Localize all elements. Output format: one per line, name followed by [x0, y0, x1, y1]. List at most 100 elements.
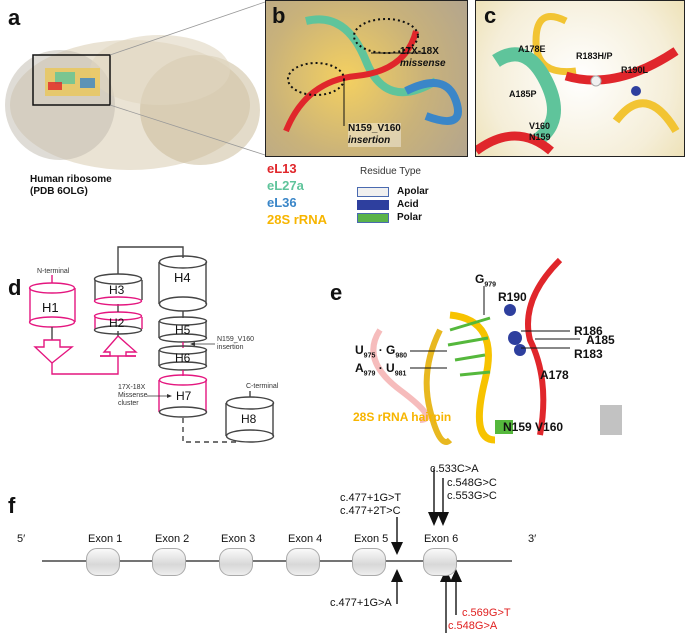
exon-6-box	[423, 548, 457, 576]
legend-polar: Polar	[357, 211, 429, 224]
insertion-label: N159_V160 insertion	[348, 123, 401, 147]
helix-h3: H3	[109, 283, 125, 297]
acid-swatch	[357, 199, 389, 210]
n-terminal-label: N-terminal	[37, 268, 70, 275]
missense-annotation: 17X-18X Missense cluster	[118, 384, 148, 408]
mutation-label: N159	[529, 132, 551, 142]
exon-label: Exon 3	[221, 533, 256, 545]
helix-h1: H1	[42, 300, 59, 315]
insertion-label-line1: N159_V160	[348, 123, 401, 134]
pair2-a: A	[355, 361, 364, 375]
residue-r183: R183	[574, 347, 603, 361]
mutation-label: R183H/P	[576, 51, 613, 61]
g979-base: G	[475, 272, 485, 286]
insertion-annotation: N159_V160 insertion	[217, 336, 254, 352]
helix-h2: H2	[109, 316, 125, 330]
exon-label: Exon 4	[288, 533, 323, 545]
exon-1-box	[86, 548, 120, 576]
exon-2-box	[152, 548, 186, 576]
pair1-a-sub: 975	[363, 352, 376, 360]
exon-label: Exon 1	[88, 533, 123, 545]
legend-acid: Acid	[357, 198, 429, 211]
protein-legend: eL13 eL27a eL36 28S rRNA	[267, 160, 327, 228]
insertion-annotation-line1: N159_V160	[217, 336, 254, 343]
caption-line-2: (PDB 6OLG)	[30, 186, 88, 197]
caption-line-1: Human ribosome	[30, 174, 112, 185]
missense-label: 17X-18X missense	[400, 46, 446, 70]
panel-label-b: b	[272, 3, 286, 28]
ribosome-caption: Human ribosome (PDB 6OLG)	[30, 174, 112, 198]
mutation-label: V160	[529, 121, 551, 131]
panel-b-image: b 17X-18X missense N159_V160 insertion	[265, 0, 468, 157]
legend-el13: eL13	[267, 161, 297, 176]
panel-label-e: e	[330, 280, 343, 305]
legend-apolar: Apolar	[357, 185, 429, 198]
hairpin-structure	[370, 257, 622, 445]
polar-label: Polar	[397, 212, 423, 223]
missense-annotation-line1: 17X-18X	[118, 384, 146, 391]
mutation-label: c.477+2T>C	[340, 505, 401, 517]
residue-a185: A185	[586, 333, 615, 347]
helix-topology-diagram	[28, 246, 275, 443]
pair1-a: U	[355, 343, 364, 357]
g979-label: G979	[475, 272, 496, 288]
pair2-b: U	[386, 361, 395, 375]
mutation-label: c.477+1G>A	[330, 597, 392, 609]
panel-label-a: a	[8, 5, 21, 30]
missense-label-line1: 17X-18X	[400, 46, 439, 57]
helix-h7: H7	[176, 389, 192, 403]
missense-annotation-line2: Missense	[118, 392, 148, 399]
three-prime-label: 3′	[528, 533, 537, 545]
mutation-label: c.548G>C	[447, 477, 497, 489]
legend-el27a: eL27a	[267, 178, 304, 193]
mutation-label-red: c.548G>A	[448, 620, 498, 632]
residue-legend-title: Residue Type	[360, 166, 421, 177]
ribosome-structure	[5, 35, 260, 170]
residue-r190: R190	[498, 290, 527, 304]
pair1-b-sub: 980	[395, 352, 408, 360]
mutation-label: A185P	[509, 89, 537, 99]
pair-a979-u981: A979 · U981	[355, 361, 407, 378]
residue-r186: R186	[574, 324, 603, 338]
mutation-label: A178E	[518, 44, 546, 54]
mutation-label: c.553G>C	[447, 490, 497, 502]
exon-3-box	[219, 548, 253, 576]
legend-28s-rrna: 28S rRNA	[267, 212, 327, 227]
polar-swatch	[357, 212, 389, 223]
pair-u975-g980: U975 · G980	[355, 343, 408, 360]
missense-label-line2: missense	[400, 58, 446, 69]
acid-label: Acid	[397, 199, 419, 210]
insertion-label-line2: insertion	[348, 135, 391, 146]
pair2-b-sub: 981	[394, 370, 407, 378]
five-prime-label: 5′	[17, 533, 26, 545]
helix-h5: H5	[175, 323, 191, 337]
apolar-label: Apolar	[397, 186, 429, 197]
mutation-label-red: c.569G>T	[462, 607, 511, 619]
exon-label: Exon 6	[424, 533, 459, 545]
c-terminal-label: C-terminal	[246, 383, 279, 390]
apolar-swatch	[357, 186, 389, 197]
exon-4-box	[286, 548, 320, 576]
exon-label: Exon 2	[155, 533, 190, 545]
panel-label-c: c	[484, 3, 497, 28]
exon-5-box	[352, 548, 386, 576]
residue-legend: Apolar Acid Polar	[357, 185, 429, 224]
missense-annotation-line3: cluster	[118, 400, 139, 407]
panel-label-f: f	[8, 493, 16, 518]
g979-sub: 979	[484, 281, 497, 289]
helix-h6: H6	[175, 351, 191, 365]
pair1-b: G	[386, 343, 396, 357]
insertion-annotation-line2: insertion	[217, 344, 244, 351]
legend-el36: eL36	[267, 195, 297, 210]
n159-v160-label: N159 V160	[503, 420, 564, 434]
panel-label-d: d	[8, 275, 22, 300]
zoom-box	[32, 54, 111, 106]
panel-c-image: c A178E R183H/P R190L A185P V160 N159	[475, 0, 685, 157]
hairpin-label: 28S rRNA hairpin	[353, 410, 452, 424]
mutation-label: c.477+1G>T	[340, 492, 402, 504]
helix-h8: H8	[241, 412, 257, 426]
helix-h4: H4	[174, 270, 191, 285]
mutation-label: R190L	[621, 65, 649, 75]
